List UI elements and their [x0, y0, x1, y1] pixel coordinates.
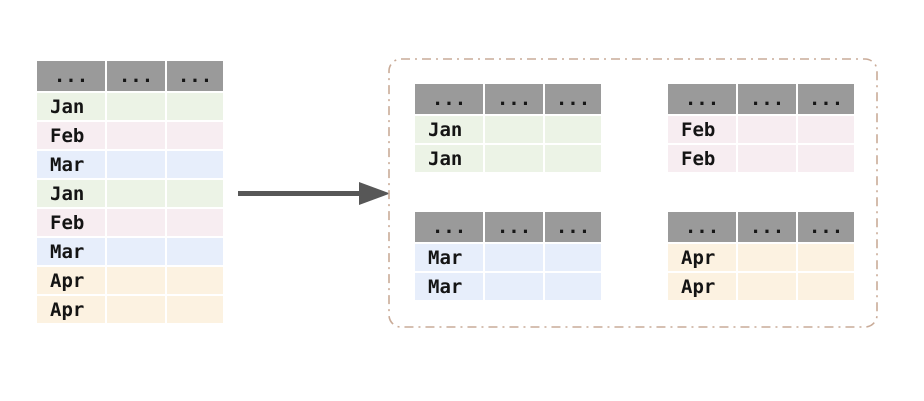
group-table-header-row: ... ... ...: [668, 212, 854, 242]
table-row: Jan: [415, 145, 601, 172]
source-table: ... ... ... Jan Feb Mar Jan Feb: [37, 61, 223, 323]
header-cell: ...: [485, 84, 543, 114]
month-cell: Apr: [37, 267, 105, 294]
header-cell: ...: [798, 212, 854, 242]
empty-cell: [738, 244, 796, 271]
empty-cell: [107, 238, 165, 265]
header-cell: ...: [167, 61, 223, 91]
empty-cell: [107, 151, 165, 178]
table-row: Feb: [37, 122, 223, 149]
group-table-header-row: ... ... ...: [668, 84, 854, 114]
table-row: Apr: [37, 296, 223, 323]
group-table-header-row: ... ... ...: [415, 84, 601, 114]
header-cell: ...: [545, 84, 601, 114]
table-row: Mar: [415, 273, 601, 300]
transform-arrow-icon: [238, 179, 393, 209]
group-table-feb: ... ... ... Feb Feb: [668, 84, 854, 172]
header-cell: ...: [107, 61, 165, 91]
table-row: Mar: [415, 244, 601, 271]
table-row: Jan: [37, 180, 223, 207]
header-cell: ...: [545, 212, 601, 242]
empty-cell: [107, 267, 165, 294]
header-cell: ...: [485, 212, 543, 242]
empty-cell: [545, 145, 601, 172]
header-cell: ...: [738, 84, 796, 114]
table-row: Apr: [668, 273, 854, 300]
empty-cell: [167, 180, 223, 207]
empty-cell: [798, 145, 854, 172]
groups-panel: [388, 58, 878, 328]
empty-cell: [107, 209, 165, 236]
empty-cell: [107, 93, 165, 120]
empty-cell: [545, 116, 601, 143]
month-cell: Feb: [668, 145, 736, 172]
empty-cell: [167, 93, 223, 120]
empty-cell: [738, 273, 796, 300]
empty-cell: [738, 116, 796, 143]
header-cell: ...: [738, 212, 796, 242]
empty-cell: [545, 273, 601, 300]
source-table-header-row: ... ... ...: [37, 61, 223, 91]
table-row: Apr: [668, 244, 854, 271]
empty-cell: [167, 209, 223, 236]
month-cell: Apr: [668, 244, 736, 271]
empty-cell: [167, 238, 223, 265]
empty-cell: [545, 244, 601, 271]
empty-cell: [167, 151, 223, 178]
group-table-jan: ... ... ... Jan Jan: [415, 84, 601, 172]
month-cell: Jan: [37, 180, 105, 207]
empty-cell: [798, 273, 854, 300]
empty-cell: [485, 273, 543, 300]
month-cell: Jan: [415, 145, 483, 172]
group-table-apr: ... ... ... Apr Apr: [668, 212, 854, 300]
table-row: Jan: [37, 93, 223, 120]
empty-cell: [167, 296, 223, 323]
empty-cell: [485, 244, 543, 271]
table-row: Mar: [37, 238, 223, 265]
header-cell: ...: [415, 84, 483, 114]
month-cell: Feb: [37, 122, 105, 149]
table-row: Jan: [415, 116, 601, 143]
empty-cell: [738, 145, 796, 172]
month-cell: Jan: [415, 116, 483, 143]
month-cell: Mar: [415, 244, 483, 271]
month-cell: Jan: [37, 93, 105, 120]
month-cell: Apr: [37, 296, 105, 323]
month-cell: Feb: [37, 209, 105, 236]
month-cell: Mar: [37, 151, 105, 178]
empty-cell: [485, 145, 543, 172]
empty-cell: [798, 116, 854, 143]
header-cell: ...: [668, 84, 736, 114]
month-cell: Mar: [37, 238, 105, 265]
empty-cell: [167, 122, 223, 149]
header-cell: ...: [668, 212, 736, 242]
empty-cell: [798, 244, 854, 271]
table-row: Mar: [37, 151, 223, 178]
header-cell: ...: [415, 212, 483, 242]
month-cell: Mar: [415, 273, 483, 300]
header-cell: ...: [37, 61, 105, 91]
month-cell: Feb: [668, 116, 736, 143]
table-row: Feb: [37, 209, 223, 236]
month-cell: Apr: [668, 273, 736, 300]
empty-cell: [107, 122, 165, 149]
group-table-header-row: ... ... ...: [415, 212, 601, 242]
empty-cell: [107, 296, 165, 323]
table-row: Feb: [668, 116, 854, 143]
group-table-mar: ... ... ... Mar Mar: [415, 212, 601, 300]
header-cell: ...: [798, 84, 854, 114]
empty-cell: [167, 267, 223, 294]
empty-cell: [485, 116, 543, 143]
table-row: Feb: [668, 145, 854, 172]
empty-cell: [107, 180, 165, 207]
table-row: Apr: [37, 267, 223, 294]
